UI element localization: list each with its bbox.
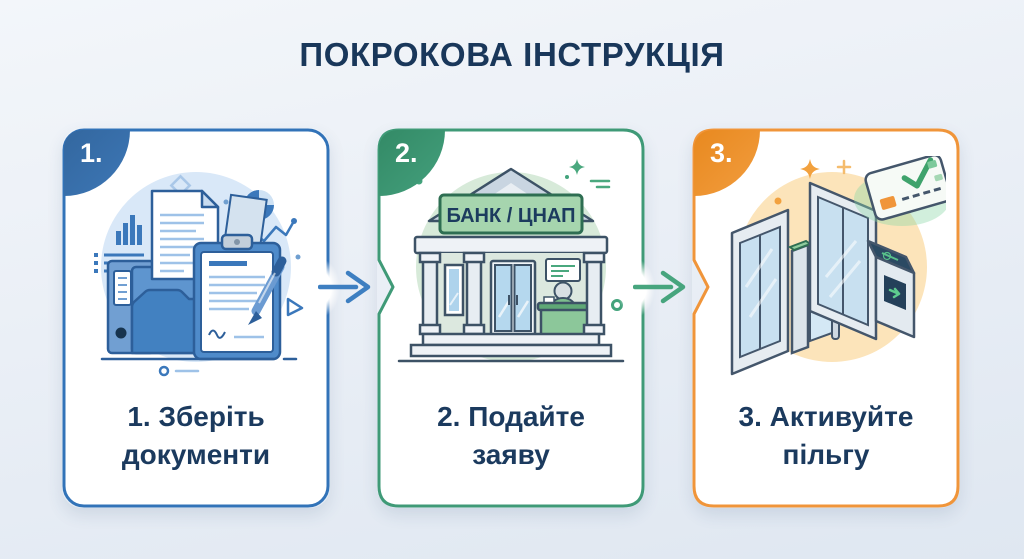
step-2-caption: 2. Подайте заяву	[437, 401, 585, 470]
step-3-caption: 3. Активуйте пільгу	[738, 401, 914, 470]
sparkle-icon	[800, 159, 820, 179]
step-card-1: 1.	[62, 128, 340, 508]
dot-decoration	[565, 175, 569, 179]
card-chip	[879, 196, 897, 210]
check-icon	[901, 157, 934, 189]
fingerprint-icon	[882, 251, 892, 261]
dot-decoration	[295, 254, 301, 260]
step-card-2: 2. БАНК / ЦНАП	[377, 128, 655, 508]
bar-chart-icon	[116, 215, 142, 245]
benefit-card	[864, 156, 946, 221]
triangle-decoration	[286, 297, 304, 317]
step-card-3: 3.	[692, 128, 960, 508]
arrow-icon	[888, 287, 901, 299]
bottom-decoration	[158, 365, 200, 377]
step-1-number: 1.	[80, 138, 103, 168]
wall-sign	[545, 258, 581, 282]
turnstile-illustration	[706, 156, 946, 378]
turnstile-right-gate	[808, 181, 878, 341]
ring-decoration	[611, 299, 623, 311]
svg-text:БАНК / ЦНАП: БАНК / ЦНАП	[447, 205, 576, 227]
pen-icon	[248, 256, 287, 325]
bank-building-illustration: БАНК / ЦНАП	[391, 156, 631, 378]
plus-sparkle-icon	[836, 159, 852, 175]
window	[443, 263, 465, 317]
building-steps	[409, 332, 613, 358]
dot-decoration	[774, 197, 782, 205]
turnstile-left-gate	[730, 208, 813, 376]
step-2-number: 2.	[395, 138, 418, 168]
card-reader	[866, 239, 916, 339]
flow-arrow-2-to-3	[633, 270, 686, 304]
page-title: ПОКРОКОВА ІНСТРУКЦІЯ	[299, 36, 725, 73]
bank-sign: БАНК / ЦНАП	[438, 193, 584, 235]
dot-decoration	[223, 199, 229, 205]
step-1-caption: 1. Зберіть документи	[121, 401, 271, 470]
dash-decoration	[589, 179, 611, 189]
clipboard-icon	[192, 233, 282, 361]
cornice	[413, 235, 609, 255]
step-3-number: 3.	[710, 138, 733, 168]
signature-squiggle	[208, 329, 226, 339]
entrance-door	[489, 259, 537, 337]
columns	[418, 251, 606, 336]
flow-arrow-1-to-2	[318, 270, 371, 304]
sparkle-icon	[569, 159, 585, 175]
documents-illustration	[76, 156, 316, 378]
